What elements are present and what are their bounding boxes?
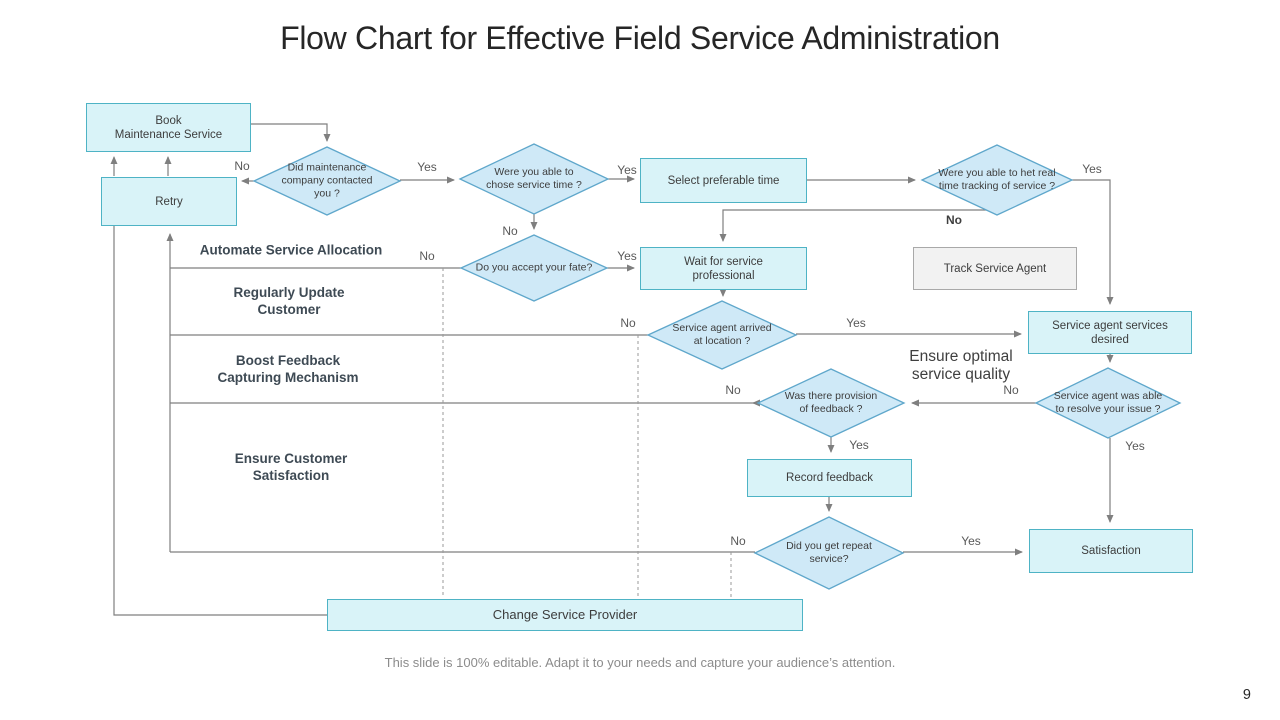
edge-label-no-feedback: No xyxy=(725,383,741,397)
section-label-boost-feedback: Boost Feedback Capturing Mechanism xyxy=(217,353,359,385)
node-track-service-agent[interactable]: Track Service Agent xyxy=(913,247,1077,290)
decision-feedback-provision-shape[interactable] xyxy=(756,368,906,438)
footer-note: This slide is 100% editable. Adapt it to… xyxy=(384,655,896,670)
edge-tracking-yes-to-services xyxy=(1072,179,1114,305)
slide-title: Flow Chart for Effective Field Service A… xyxy=(280,20,1000,56)
decision-feedback-provision-label: Was there provision of feedback ? xyxy=(784,390,878,415)
decision-repeat-service-label: Did you get repeat service? xyxy=(786,540,872,565)
decision-issue-resolved-shape[interactable] xyxy=(1034,367,1182,439)
node-satisfaction[interactable]: Satisfaction xyxy=(1029,529,1193,573)
edge-label-no-tracking: No xyxy=(946,213,962,227)
decision-real-time-tracking-shape[interactable] xyxy=(920,144,1074,216)
edge-label-no-repeat: No xyxy=(730,534,746,548)
decision-issue-resolved-label: Service agent was able to resolve your i… xyxy=(1053,390,1163,415)
node-services-desired[interactable]: Service agent services desired xyxy=(1028,311,1192,354)
node-book-maintenance-service[interactable]: Book Maintenance Service xyxy=(86,103,251,152)
edge-label-no-contacted: No xyxy=(234,159,250,173)
decision-accept-fate-label: Do you accept your fate? xyxy=(475,261,593,274)
page-number: 9 xyxy=(1242,687,1251,703)
edge-change-provider-to-retry xyxy=(113,226,327,616)
decision-maintenance-contacted-shape[interactable] xyxy=(252,146,402,216)
decision-repeat-service-shape[interactable] xyxy=(753,516,905,590)
edge-label-no-chose-time: No xyxy=(502,224,518,238)
node-change-service-provider[interactable]: Change Service Provider xyxy=(327,599,803,631)
decision-maintenance-contacted-label: Did maintenance company contacted you ? xyxy=(281,161,373,200)
decision-real-time-tracking-label: Were you able to het real time tracking … xyxy=(938,167,1056,192)
edge-label-yes-feedback: Yes xyxy=(849,438,869,452)
node-select-preferable-time[interactable]: Select preferable time xyxy=(640,158,807,203)
edge-label-yes-chose-time: Yes xyxy=(617,163,637,177)
node-retry[interactable]: Retry xyxy=(101,177,237,226)
section-label-regularly-update: Regularly Update Customer xyxy=(233,285,345,317)
edge-label-yes-repeat: Yes xyxy=(961,534,981,548)
edge-label-yes-tracking: Yes xyxy=(1082,162,1102,176)
edge-label-no-resolved: No xyxy=(1003,383,1019,397)
edge-label-no-accept-fate: No xyxy=(419,249,435,263)
decision-agent-arrived-label: Service agent arrived at location ? xyxy=(672,322,772,347)
decision-agent-arrived-shape[interactable] xyxy=(646,300,798,370)
node-wait-for-professional[interactable]: Wait for service professional xyxy=(640,247,807,290)
node-record-feedback[interactable]: Record feedback xyxy=(747,459,912,497)
edge-book-to-contacted xyxy=(251,123,331,142)
annotation-ensure-optimal-quality: Ensure optimal service quality xyxy=(909,348,1013,383)
decision-accept-fate-shape[interactable] xyxy=(459,234,609,302)
edge-label-yes-resolved: Yes xyxy=(1125,439,1145,453)
decision-chose-service-time-shape[interactable] xyxy=(458,143,610,215)
edge-label-yes-contacted: Yes xyxy=(417,160,437,174)
edge-label-yes-arrived: Yes xyxy=(846,316,866,330)
decision-chose-service-time-label: Were you able to chose service time ? xyxy=(486,166,582,191)
section-label-ensure-satisfaction: Ensure Customer Satisfaction xyxy=(234,451,348,483)
section-label-automate-allocation: Automate Service Allocation xyxy=(199,242,383,258)
edge-label-no-arrived: No xyxy=(620,316,636,330)
edge-label-yes-accept-fate: Yes xyxy=(617,249,637,263)
